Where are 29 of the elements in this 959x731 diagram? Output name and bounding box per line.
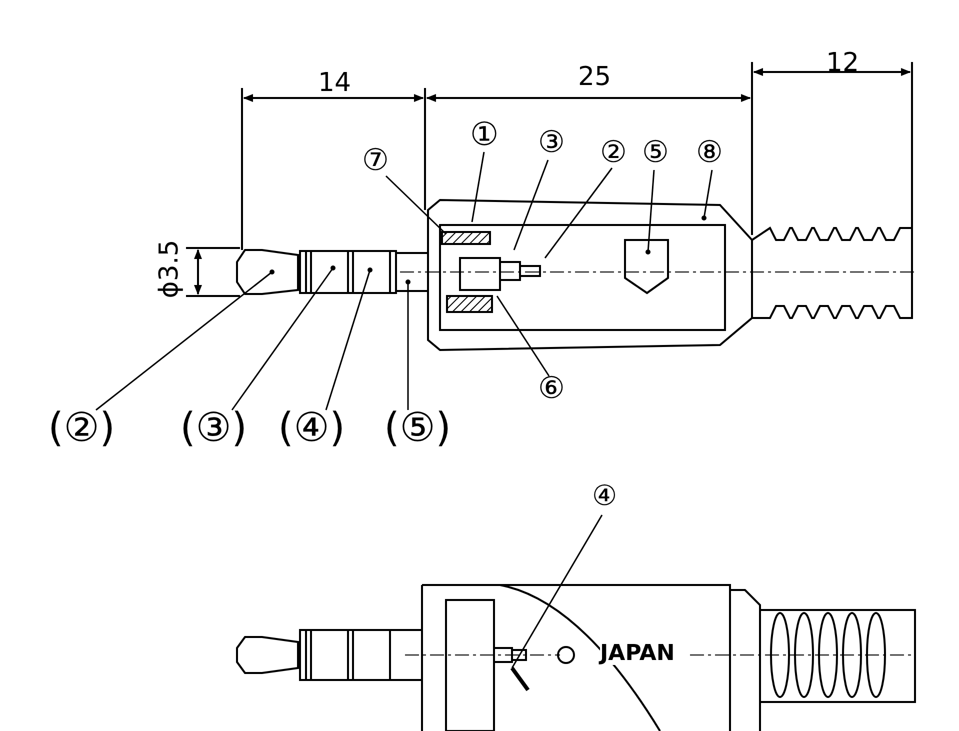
- leader-line: [385, 175, 447, 235]
- dimension-value: ϕ3.5: [156, 240, 182, 298]
- callout-number: (⑤): [384, 408, 452, 448]
- leader-line: [231, 266, 336, 410]
- callout-number: (②): [48, 408, 116, 448]
- marking-text: JAPAN: [600, 643, 675, 665]
- callout-number: ⑧: [696, 138, 723, 168]
- callout-number: ④: [592, 482, 618, 510]
- dimension-value: 12: [826, 50, 860, 76]
- leader-line: [471, 152, 485, 222]
- callout-number: ①: [470, 118, 499, 150]
- leader-line: [325, 268, 372, 410]
- leader-line: [544, 168, 613, 258]
- callout-number: (④): [278, 408, 346, 448]
- leader-line: [406, 280, 410, 410]
- leader-line: [496, 296, 550, 376]
- callout-number: ②: [600, 138, 627, 168]
- leader-line: [96, 270, 274, 411]
- leader-line: [513, 160, 549, 250]
- dimension-value: 25: [578, 64, 612, 90]
- dimension-value: 14: [318, 70, 352, 96]
- callout-number: ⑦: [362, 146, 389, 176]
- callout-number: ③: [538, 128, 565, 158]
- callout-number: ⑤: [642, 138, 669, 168]
- leader-line: [646, 170, 655, 254]
- leader-line: [702, 170, 713, 220]
- leader-line: [511, 514, 603, 668]
- callout-number: ⑥: [538, 374, 565, 404]
- callout-number: (③): [180, 408, 248, 448]
